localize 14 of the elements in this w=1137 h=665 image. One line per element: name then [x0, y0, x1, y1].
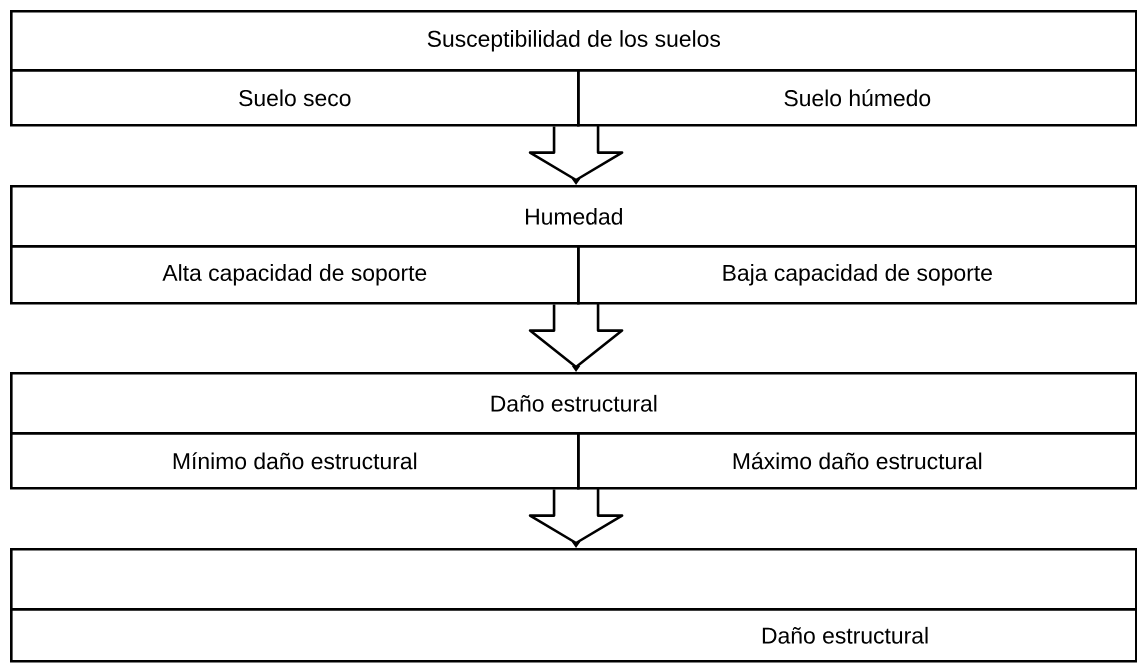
cell: Baja capacidad de soporte [577, 245, 1137, 305]
cell: Daño estructural [10, 608, 1137, 663]
header-cell: Humedad [10, 185, 1137, 248]
block-arrow [528, 488, 624, 548]
empty-box [10, 548, 1137, 611]
block-arrow [528, 303, 624, 372]
block-arrow [528, 125, 624, 185]
cell: Alta capacidad de soporte [10, 245, 580, 305]
header-cell: Daño estructural [10, 372, 1137, 435]
cell: Máximo daño estructural [577, 432, 1137, 490]
cell: Suelo seco [10, 69, 580, 127]
cell: Suelo húmedo [577, 69, 1137, 127]
cell: Mínimo daño estructural [10, 432, 580, 490]
header-cell: Susceptibilidad de los suelos [10, 10, 1137, 72]
